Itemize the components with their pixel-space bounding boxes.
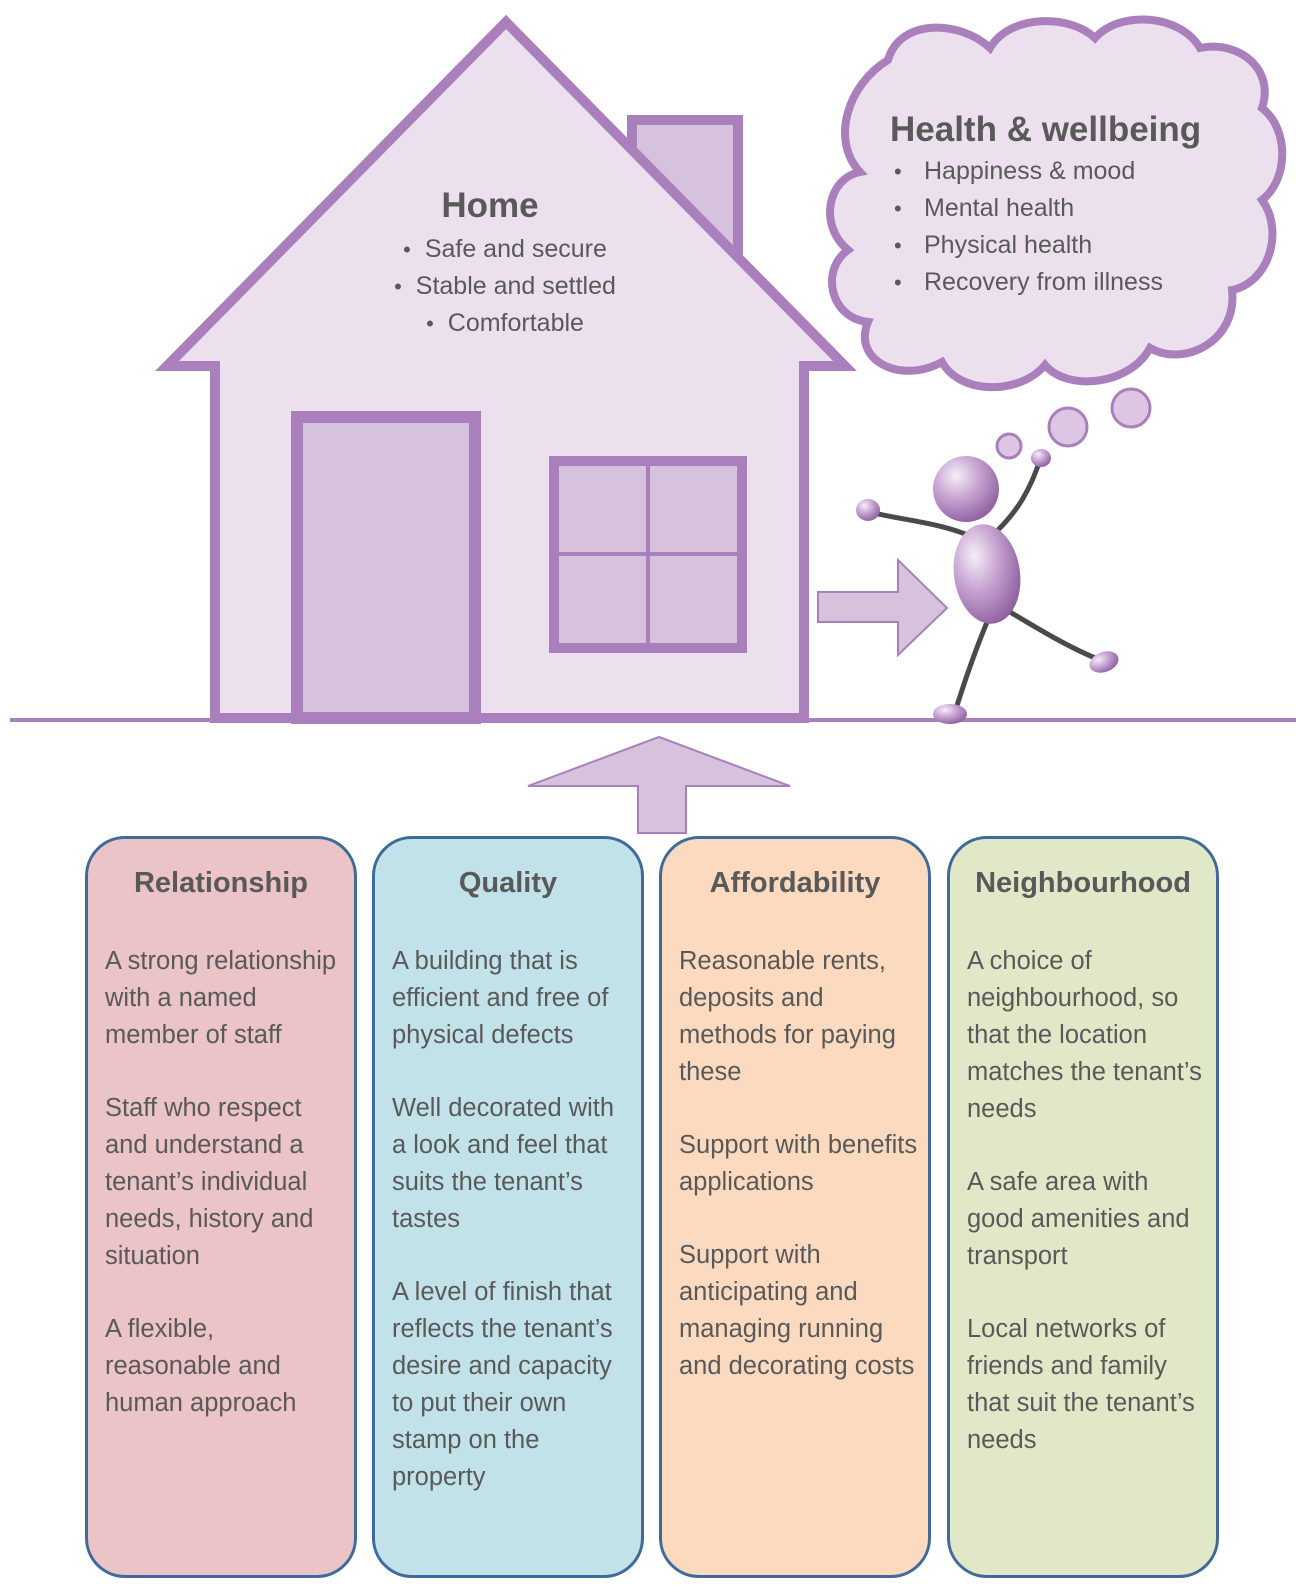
column-paragraph: Staff who respect and understand a tenan… xyxy=(105,1094,314,1270)
bullet-icon: • xyxy=(894,233,902,258)
thought-bubble xyxy=(1110,387,1152,429)
column-paragraph: A level of finish that reflects the tena… xyxy=(392,1278,613,1491)
health-item: •Happiness & mood xyxy=(894,153,1254,190)
health-title: Health & wellbeing xyxy=(890,110,1202,149)
bullet-icon: • xyxy=(426,311,434,336)
column-paragraph: A flexible, reasonable and human approac… xyxy=(105,1315,297,1417)
column-body: Reasonable rents, deposits and methods f… xyxy=(679,943,918,1421)
home-title: Home xyxy=(441,186,539,225)
house-window xyxy=(549,456,747,653)
thought-bubble xyxy=(1047,406,1089,448)
column-body: A choice of neighbourhood, so that the l… xyxy=(967,943,1206,1495)
health-list: •Happiness & mood •Mental health •Physic… xyxy=(894,153,1254,301)
column-body: A strong relationship with a named membe… xyxy=(105,943,344,1458)
home-list: •Safe and secure •Stable and settled •Co… xyxy=(335,231,675,342)
home-item: •Comfortable xyxy=(426,309,584,337)
column-title: Affordability xyxy=(709,867,881,899)
thought-bubble xyxy=(995,432,1023,460)
column-quality: Quality A building that is efficient and… xyxy=(372,836,644,1578)
column-paragraph: A safe area with good amenities and tran… xyxy=(967,1168,1190,1270)
column-paragraph: Support with benefits applications xyxy=(679,1131,918,1196)
column-paragraph: Local networks of friends and family tha… xyxy=(967,1315,1195,1454)
column-affordability: Affordability Reasonable rents, deposits… xyxy=(659,836,931,1578)
arrow-right-icon xyxy=(817,557,949,658)
column-title: Neighbourhood xyxy=(975,867,1191,899)
column-paragraph: A building that is efficient and free of… xyxy=(392,947,609,1049)
bullet-icon: • xyxy=(394,274,402,299)
health-item: •Mental health xyxy=(894,190,1254,227)
column-title: Relationship xyxy=(133,867,308,899)
bullet-icon: • xyxy=(894,159,902,184)
bullet-icon: • xyxy=(894,270,902,295)
home-item: •Safe and secure xyxy=(403,235,607,263)
column-paragraph: Support with anticipating and managing r… xyxy=(679,1241,915,1380)
arrow-up-icon xyxy=(527,735,791,834)
column-paragraph: Well decorated with a look and feel that… xyxy=(392,1094,615,1233)
column-title: Quality xyxy=(458,867,558,899)
health-item: •Physical health xyxy=(894,227,1254,264)
column-paragraph: A choice of neighbourhood, so that the l… xyxy=(967,947,1202,1123)
bullet-icon: • xyxy=(894,196,902,221)
column-paragraph: A strong relationship with a named membe… xyxy=(105,947,337,1049)
bullet-icon: • xyxy=(403,237,411,262)
house-door xyxy=(291,411,481,724)
person-figure-icon xyxy=(856,449,1119,724)
column-paragraph: Reasonable rents, deposits and methods f… xyxy=(679,947,896,1086)
thought-cloud xyxy=(826,15,1287,392)
column-neighbourhood: Neighbourhood A choice of neighbourhood,… xyxy=(947,836,1219,1578)
home-item: •Stable and settled xyxy=(394,272,616,300)
health-item: •Recovery from illness xyxy=(894,264,1254,301)
column-relationship: Relationship A strong relationship with … xyxy=(85,836,357,1578)
column-body: A building that is efficient and free of… xyxy=(392,943,631,1532)
